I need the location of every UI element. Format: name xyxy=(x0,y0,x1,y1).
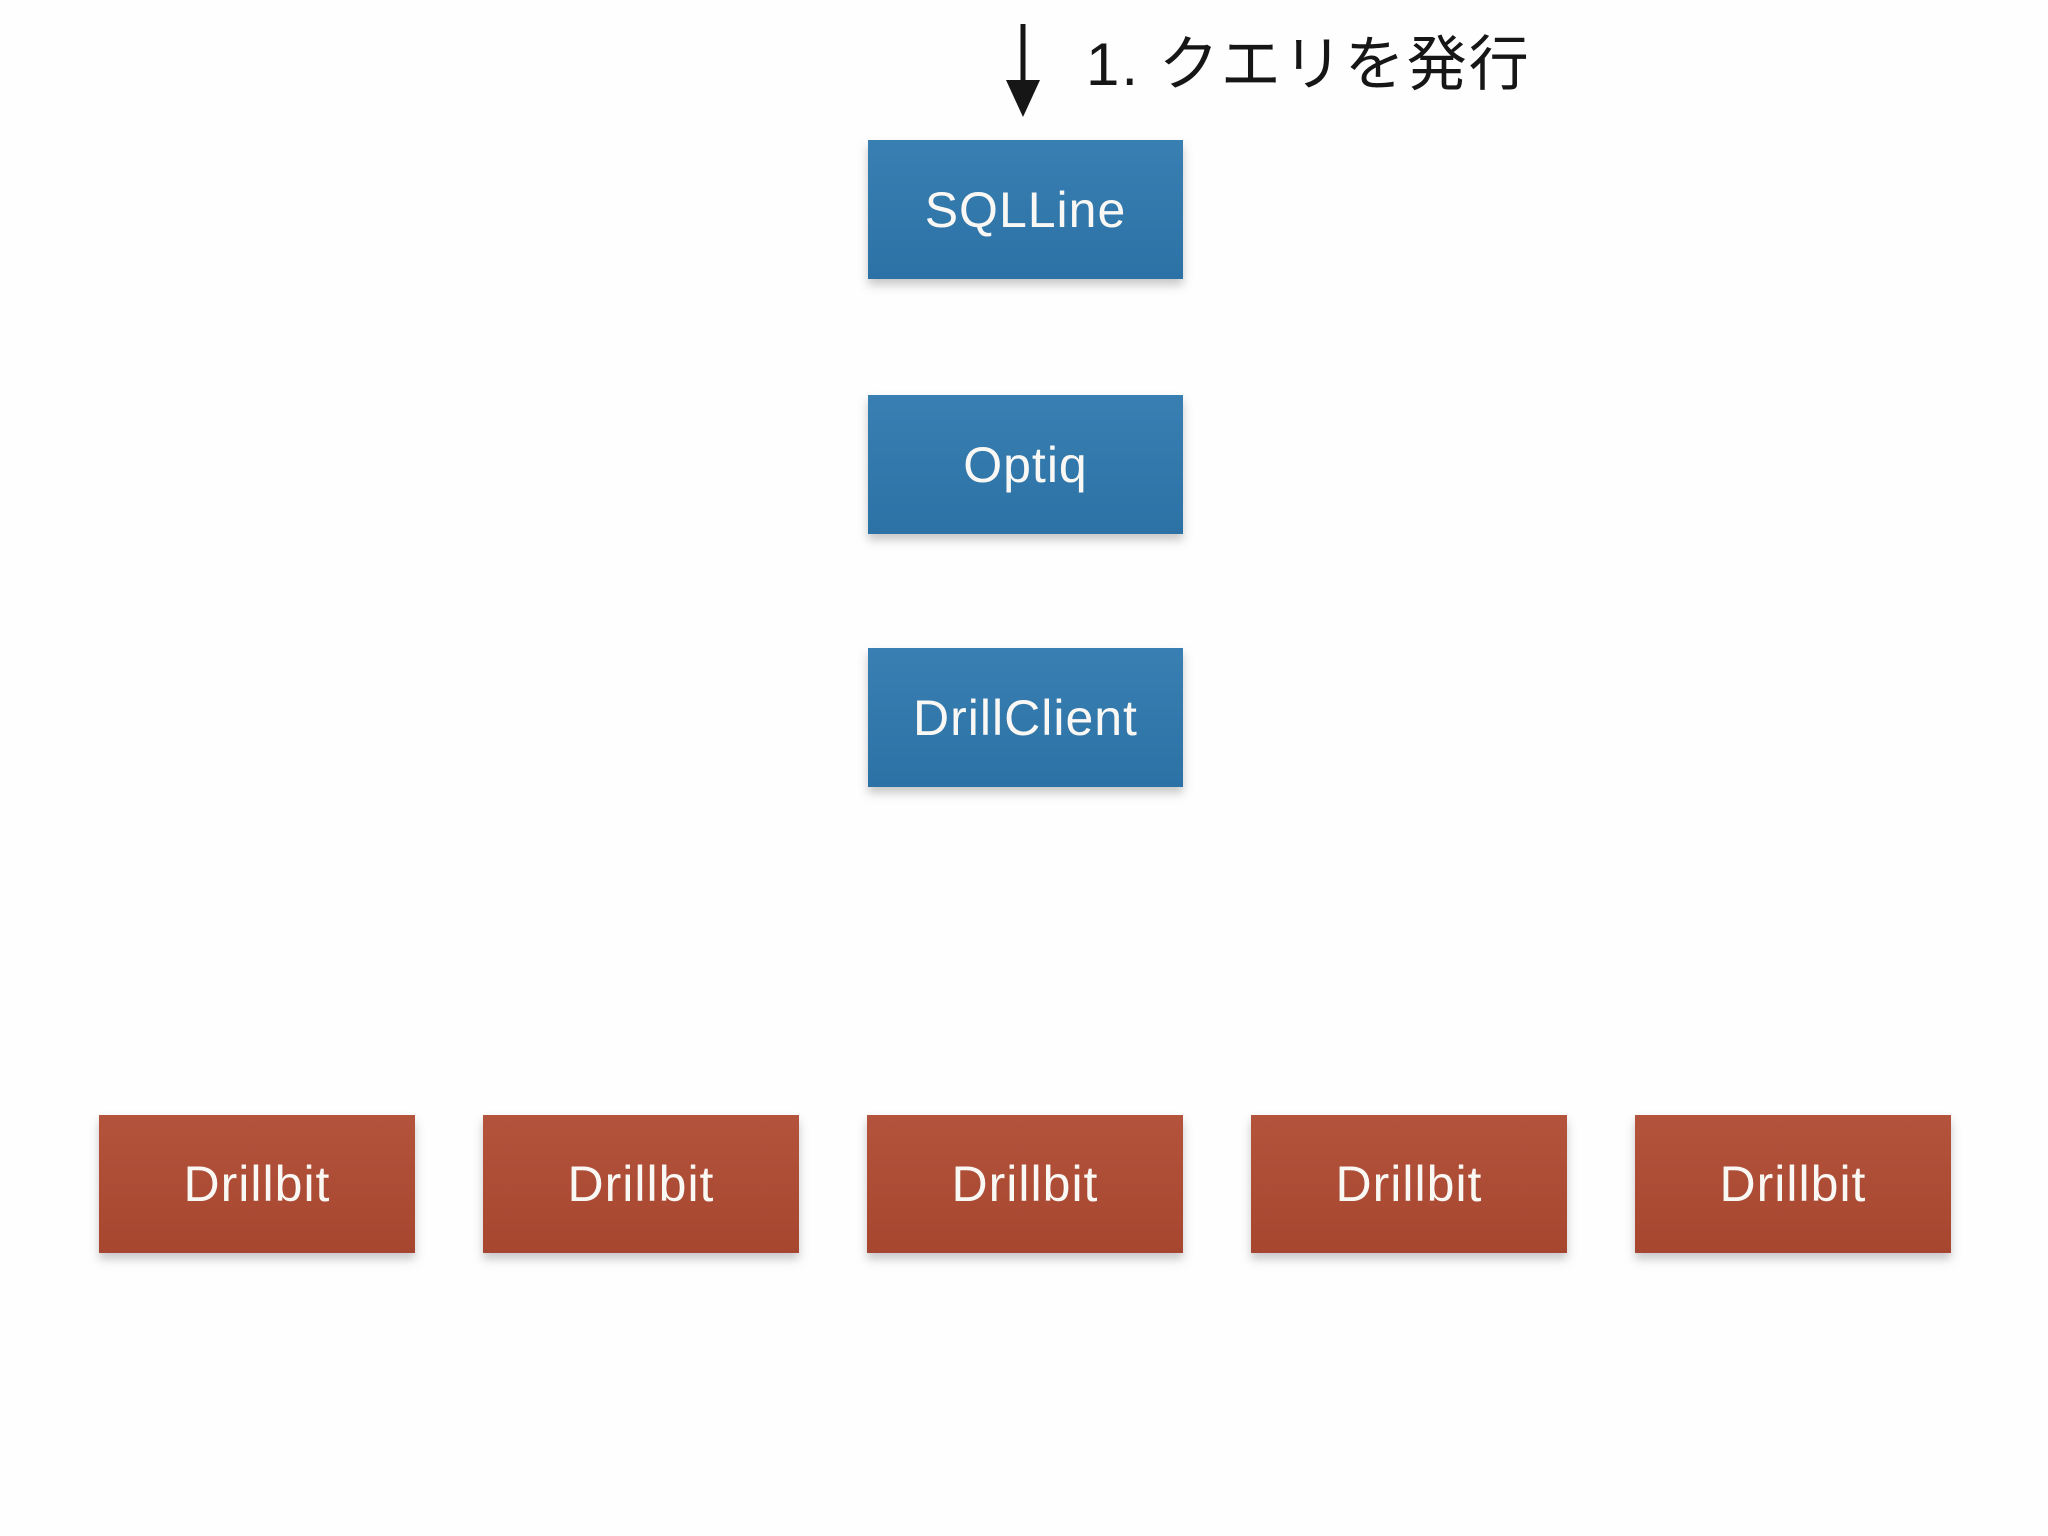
node-drillbit-2: Drillbit xyxy=(483,1115,799,1253)
node-optiq-label: Optiq xyxy=(963,436,1088,493)
node-optiq: Optiq xyxy=(868,395,1183,534)
node-drillbit-5-label: Drillbit xyxy=(1719,1156,1867,1212)
node-drillbit-4: Drillbit xyxy=(1251,1115,1567,1253)
step-1-label: 1. クエリを発行 xyxy=(1086,31,1531,98)
node-sqlline: SQLLine xyxy=(868,140,1183,279)
node-drillbit-1-label: Drillbit xyxy=(183,1156,331,1212)
node-drillbit-5: Drillbit xyxy=(1635,1115,1951,1253)
node-drillbit-1: Drillbit xyxy=(99,1115,415,1253)
node-drillclient: DrillClient xyxy=(868,648,1183,787)
node-drillbit-3: Drillbit xyxy=(867,1115,1183,1253)
node-drillbit-3-label: Drillbit xyxy=(951,1156,1099,1212)
down-arrow-icon xyxy=(1003,20,1043,120)
node-sqlline-label: SQLLine xyxy=(924,181,1127,238)
node-drillbit-4-label: Drillbit xyxy=(1335,1156,1483,1212)
node-drillclient-label: DrillClient xyxy=(913,689,1138,746)
node-drillbit-2-label: Drillbit xyxy=(567,1156,715,1212)
